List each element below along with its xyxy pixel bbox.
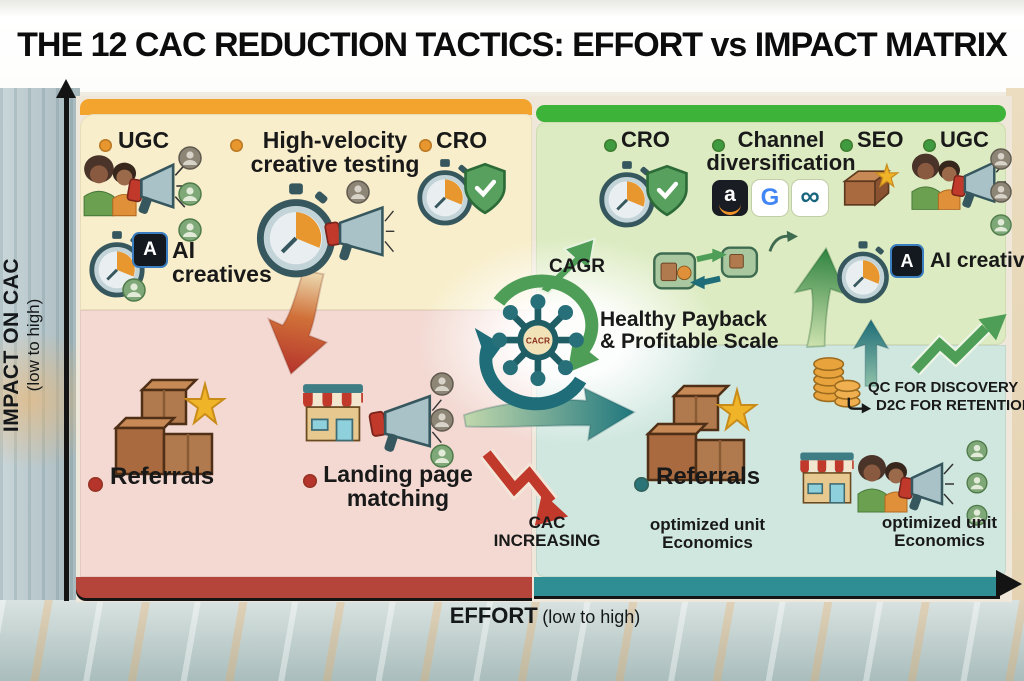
shield-check-icon: [644, 164, 690, 218]
label-tr-seo: SEO: [857, 127, 904, 152]
label-tl-high-velocity: High-velocity creative testing: [250, 127, 420, 178]
bg-top-strip: [0, 0, 1024, 92]
google-icon: G: [752, 180, 788, 216]
bullet-tr-ugc: [923, 139, 936, 152]
storefront-icon: [296, 382, 370, 448]
bullet-bl-referrals: [88, 477, 103, 492]
label-bl-referrals: Referrals: [110, 463, 215, 490]
bullet-tr-channel: [712, 139, 725, 152]
label-tr-cro: CRO: [621, 127, 670, 152]
x-axis-label-sub: (low to high): [542, 607, 641, 627]
label-cagr: CAGR: [549, 256, 605, 277]
label-tl-ugc: UGC: [118, 127, 170, 153]
referral-boxes-icon: [646, 384, 758, 482]
teal-up-arrow-icon: [852, 318, 890, 387]
bg-bottom-street: [0, 600, 1024, 681]
amazon-icon: a: [712, 180, 748, 216]
people-megaphone-icon: [82, 152, 188, 220]
label-tr-ugc: UGC: [940, 127, 989, 152]
ai-letter-icon: A: [132, 232, 168, 268]
label-br-unit-economics-1: optimized unit Economics: [649, 515, 766, 553]
exchange-icon: [653, 246, 759, 290]
page-title: THE 12 CAC REDUCTION TACTICS: EFFORT vs …: [17, 26, 1008, 64]
megaphone-icon: [318, 202, 396, 264]
bullet-tl-cro: [419, 139, 432, 152]
elbow-arrow-icon: [847, 397, 872, 414]
label-br-unit-economics-2: optimized unit Economics: [881, 513, 998, 551]
x-axis-label: EFFORT (low to high): [80, 603, 1010, 629]
user-bubble-icon: [346, 180, 370, 204]
label-healthy-payback: Healthy Payback & Profitable Scale: [600, 308, 779, 354]
meta-icon: ∞: [792, 180, 828, 216]
bullet-tl-high-velocity: [230, 139, 243, 152]
bullet-br-referrals: [634, 477, 649, 492]
bullet-bl-landing: [303, 474, 317, 488]
audience-bubbles-icon: [990, 148, 1012, 236]
red-down-arrow-icon: [266, 269, 329, 376]
label-cac-increasing: CAC INCREASING: [493, 513, 601, 551]
audience-bubbles-icon: [430, 372, 454, 468]
storefront-icon: [794, 450, 860, 510]
bullet-tl-ugc: [99, 139, 112, 152]
bullet-tr-seo: [840, 139, 853, 152]
header-bar-high-effort: [536, 105, 1006, 122]
cagr-cycle-icon: [474, 274, 600, 411]
label-tl-cro: CRO: [436, 127, 488, 153]
user-bubble-icon: [122, 278, 146, 302]
y-axis-line: [64, 96, 69, 601]
label-tr-channel-diversification: Channel diversification: [706, 127, 856, 176]
audience-bubbles-icon: [178, 146, 202, 242]
stopwatch-icon: [834, 240, 892, 304]
green-up-arrow-icon: [793, 246, 848, 348]
x-axis-label-main: EFFORT: [449, 603, 538, 628]
x-axis-bar-left: [76, 577, 532, 598]
curve-up-arrow-icon: [768, 230, 798, 252]
cac-increasing-arrow-icon: [480, 448, 569, 526]
label-br-referrals: Referrals: [656, 463, 761, 490]
header-bar-low-effort: [80, 99, 532, 115]
label-tl-ai-creatives: AI creatives: [172, 237, 272, 288]
bullet-tr-cro: [604, 139, 617, 152]
ai-letter-icon: A: [890, 244, 924, 278]
referral-boxes-icon: [114, 378, 226, 476]
x-axis-bar-right: [534, 577, 1000, 596]
label-qc-discovery: QC FOR DISCOVERY: [868, 379, 1019, 396]
y-axis-label: IMPACT ON CAC (low to high): [0, 175, 56, 515]
y-axis-label-main: IMPACT ON CAC: [0, 257, 23, 433]
people-megaphone-icon: [856, 452, 956, 516]
y-axis-label-sub: (low to high): [24, 298, 43, 392]
label-bl-landing-page: Landing page matching: [323, 461, 473, 512]
y-axis-arrowhead-icon: [56, 79, 76, 98]
label-tr-ai-creatives: AI creatives: [930, 249, 1024, 272]
growth-zigzag-arrow-icon: [909, 314, 1007, 376]
bg-bottom-streaks: [0, 600, 1024, 681]
x-axis-arrowhead-icon: [996, 570, 1022, 598]
shield-check-icon: [462, 162, 508, 216]
label-d2c-retention: D2C FOR RETENTION: [876, 397, 1024, 414]
